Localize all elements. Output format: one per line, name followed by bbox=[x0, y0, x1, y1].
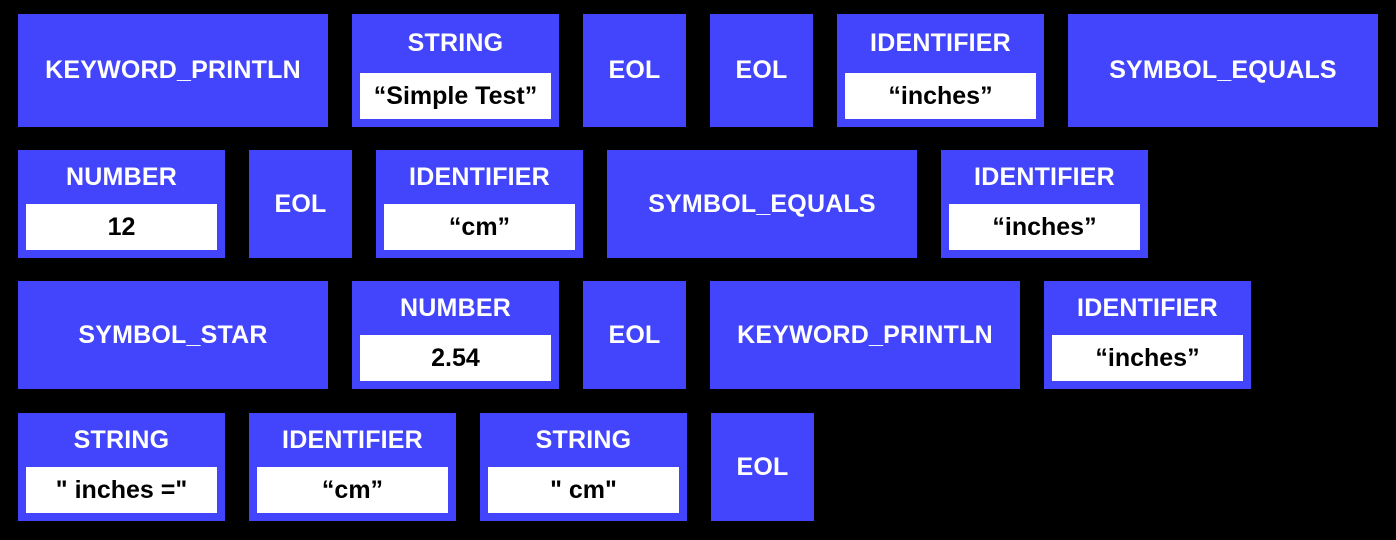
token-box: IDENTIFIER “cm” bbox=[249, 413, 456, 521]
token-type-label: IDENTIFIER bbox=[974, 162, 1115, 191]
token-value: 12 bbox=[26, 204, 217, 250]
token-box: SYMBOL_EQUALS bbox=[607, 150, 917, 258]
token-value: “cm” bbox=[384, 204, 575, 250]
token-box: STRING " inches =" bbox=[18, 413, 225, 521]
token-value: " inches =" bbox=[26, 467, 217, 513]
token-box: IDENTIFIER “inches” bbox=[941, 150, 1148, 258]
token-type-label: IDENTIFIER bbox=[1077, 293, 1218, 322]
token-box: SYMBOL_STAR bbox=[18, 281, 328, 389]
token-row-2: NUMBER 12 EOL IDENTIFIER “cm” SYMBOL_EQUALS ID… bbox=[18, 150, 1148, 258]
token-box: IDENTIFIER “inches” bbox=[837, 14, 1044, 127]
token-value: “inches” bbox=[949, 204, 1140, 250]
token-box: EOL bbox=[583, 14, 686, 127]
token-value: 2.54 bbox=[360, 335, 551, 381]
token-type-label: EOL bbox=[735, 56, 788, 84]
token-value: “Simple Test” bbox=[360, 73, 551, 119]
token-type-label: STRING bbox=[535, 425, 632, 454]
token-type-label: NUMBER bbox=[66, 162, 177, 191]
token-value: " cm" bbox=[488, 467, 679, 513]
token-box: KEYWORD_PRINTLN bbox=[710, 281, 1020, 389]
token-box: EOL bbox=[710, 14, 813, 127]
token-value: “cm” bbox=[257, 467, 448, 513]
token-type-label: IDENTIFIER bbox=[870, 29, 1011, 57]
token-box: STRING “Simple Test” bbox=[352, 14, 559, 127]
token-type-label: SYMBOL_EQUALS bbox=[648, 189, 876, 218]
token-value: “inches” bbox=[845, 73, 1036, 119]
token-type-label: EOL bbox=[274, 189, 327, 218]
token-row-3: SYMBOL_STAR NUMBER 2.54 EOL KEYWORD_PRINTLN I… bbox=[18, 281, 1251, 389]
token-box: NUMBER 12 bbox=[18, 150, 225, 258]
token-type-label: SYMBOL_STAR bbox=[78, 320, 268, 349]
token-box: NUMBER 2.54 bbox=[352, 281, 559, 389]
token-type-label: STRING bbox=[73, 425, 170, 454]
token-type-label: NUMBER bbox=[400, 293, 511, 322]
token-type-label: SYMBOL_EQUALS bbox=[1109, 56, 1337, 84]
token-type-label: KEYWORD_PRINTLN bbox=[45, 56, 301, 84]
token-value: “inches” bbox=[1052, 335, 1243, 381]
token-type-label: KEYWORD_PRINTLN bbox=[737, 320, 993, 349]
token-box: IDENTIFIER “inches” bbox=[1044, 281, 1251, 389]
token-row-4: STRING " inches =" IDENTIFIER “cm” STRING " c… bbox=[18, 413, 814, 521]
token-box: SYMBOL_EQUALS bbox=[1068, 14, 1378, 127]
token-box: EOL bbox=[711, 413, 814, 521]
token-row-1: KEYWORD_PRINTLN STRING “Simple Test” EOL EOL… bbox=[18, 14, 1378, 127]
token-type-label: EOL bbox=[608, 56, 661, 84]
token-box: STRING " cm" bbox=[480, 413, 687, 521]
token-box: IDENTIFIER “cm” bbox=[376, 150, 583, 258]
token-box: EOL bbox=[583, 281, 686, 389]
token-type-label: IDENTIFIER bbox=[409, 162, 550, 191]
token-type-label: EOL bbox=[736, 452, 789, 481]
token-type-label: IDENTIFIER bbox=[282, 425, 423, 454]
token-type-label: EOL bbox=[608, 320, 661, 349]
token-type-label: STRING bbox=[407, 29, 504, 57]
token-box: KEYWORD_PRINTLN bbox=[18, 14, 328, 127]
token-box: EOL bbox=[249, 150, 352, 258]
